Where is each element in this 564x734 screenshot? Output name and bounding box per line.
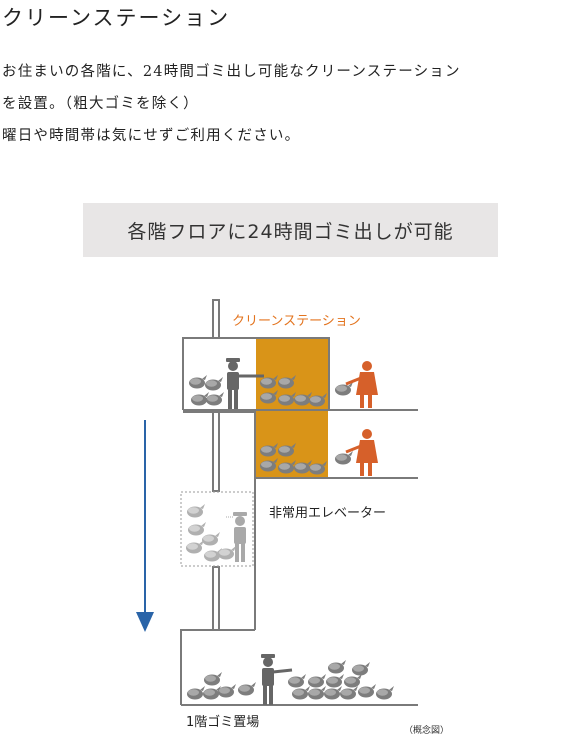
description: お住まいの各階に、24時間ゴミ出し可能なクリーンステーション を設置。（粗大ゴミ… <box>2 56 562 152</box>
clean-station-label: クリーンステーション <box>232 314 361 329</box>
staff-figure-elevator <box>226 512 247 562</box>
emergency-elevator-car <box>180 491 254 567</box>
building-structure <box>180 299 418 706</box>
page-title: クリーンステーション <box>2 6 231 30</box>
resident-figure-lower <box>345 429 378 476</box>
description-line-2: を設置。（粗大ゴミを除く） <box>2 96 199 112</box>
feature-banner: 各階フロアに24時間ゴミ出しが可能 <box>83 203 498 257</box>
elevator-label: 非常用エレベーター <box>269 506 386 521</box>
staff-figure-ground <box>261 654 293 705</box>
ground-garbage-label: 1階ゴミ置場 <box>186 714 259 730</box>
resident-figure-upper <box>345 361 378 408</box>
concept-note: （概念図） <box>404 724 449 734</box>
staff-figure-upper <box>226 358 264 409</box>
description-line-3: 曜日や時間帯は気にせずご利用ください。 <box>2 128 301 144</box>
description-line-1: お住まいの各階に、24時間ゴミ出し可能なクリーンステーション <box>2 64 461 80</box>
down-arrow-icon <box>136 420 154 632</box>
